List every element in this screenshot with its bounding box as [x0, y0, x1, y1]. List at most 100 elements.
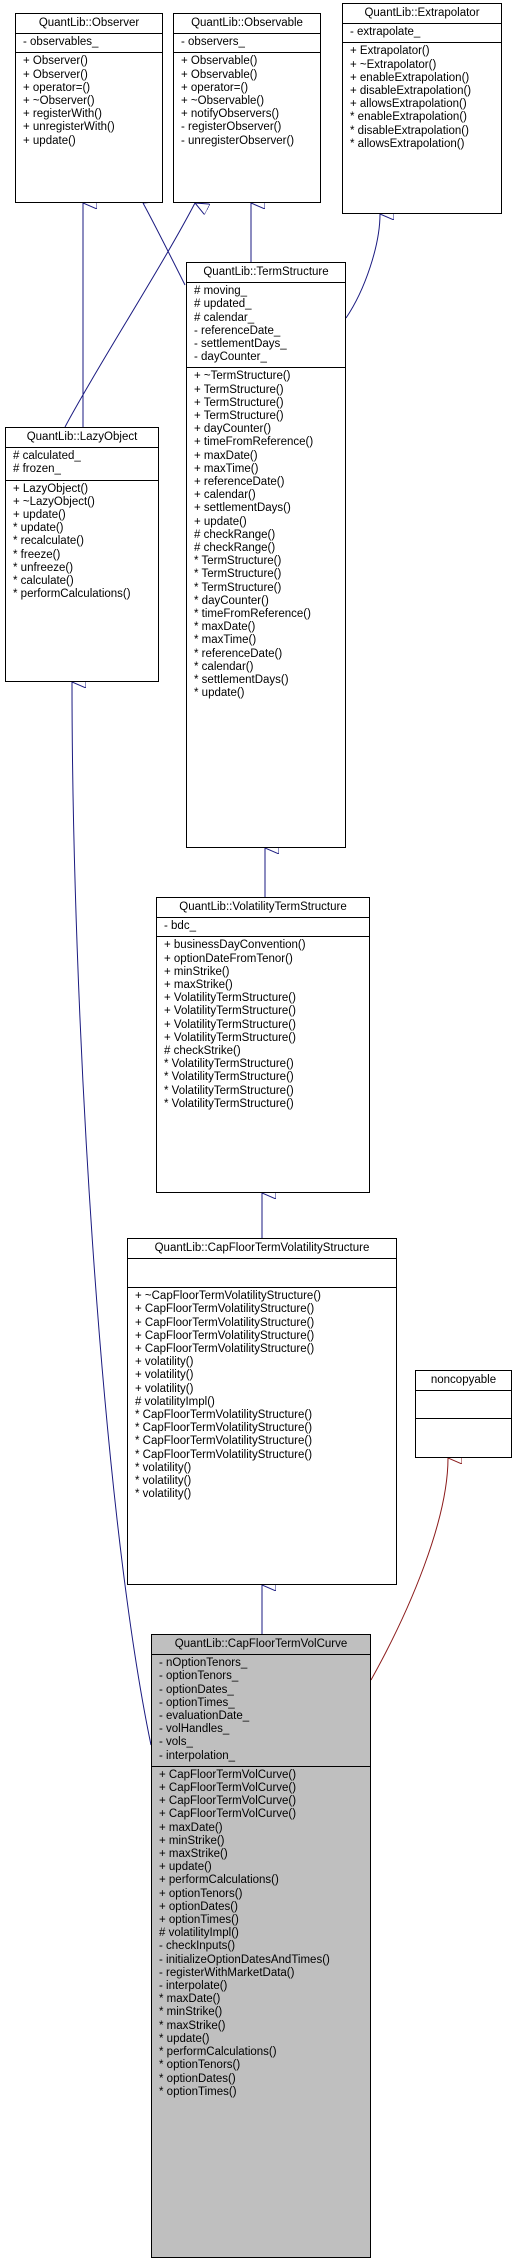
method: * dayCounter() [194, 594, 269, 607]
method: + registerWith() [23, 108, 102, 121]
method: * optionTimes() [159, 2085, 237, 2098]
attribute: - observers_ [181, 36, 245, 49]
method: * maxTime() [194, 634, 257, 647]
method: + optionDates() [159, 1900, 238, 1913]
method: + optionTenors() [159, 1887, 243, 1900]
class-termstructure: QuantLib::TermStructure # moving_ # upda… [186, 262, 346, 848]
attribute: - optionDates_ [159, 1683, 234, 1696]
class-capfloorcurve: QuantLib::CapFloorTermVolCurve - nOption… [151, 1634, 371, 2258]
methods-section: + Observable() + Observable() + operator… [174, 52, 320, 150]
method: * settlementDays() [194, 674, 289, 687]
method: + allowsExtrapolation() [350, 98, 467, 111]
method: + CapFloorTermVolatilityStructure() [135, 1316, 315, 1329]
attributes-section: - bdc_ [157, 917, 369, 936]
method: + CapFloorTermVolCurve() [159, 1768, 297, 1781]
methods-section: + ~TermStructure() + TermStructure() + T… [187, 367, 345, 703]
method: + TermStructure() [194, 383, 284, 396]
method: + timeFromReference() [194, 436, 314, 449]
edge-capfloorcurve-lazyobject [71, 682, 152, 1746]
method: + Observable() [181, 55, 258, 68]
method: + CapFloorTermVolCurve() [159, 1795, 297, 1808]
attribute: - observables_ [23, 36, 99, 49]
class-capfloorstructure: QuantLib::CapFloorTermVolatilityStructur… [127, 1238, 397, 1585]
method: * optionTenors() [159, 2059, 241, 2072]
attribute: # calculated_ [13, 450, 81, 463]
method: * update() [194, 687, 245, 700]
method: + update() [194, 515, 247, 528]
method: * minStrike() [159, 2006, 223, 2019]
method: + performCalculations() [159, 1874, 279, 1887]
method: + VolatilityTermStructure() [164, 1031, 296, 1044]
attribute: # calendar_ [194, 311, 255, 324]
attribute: # updated_ [194, 298, 252, 311]
method: + Observer() [23, 68, 88, 81]
attributes-section: - observables_ [16, 33, 162, 52]
attribute: - dayCounter_ [194, 351, 267, 364]
method: + optionTimes() [159, 1914, 239, 1927]
attribute: - interpolation_ [159, 1749, 236, 1762]
method: + CapFloorTermVolatilityStructure() [135, 1329, 315, 1342]
method: + ~Extrapolator() [350, 58, 437, 71]
method: * CapFloorTermVolatilityStructure() [135, 1435, 313, 1448]
attributes-section: - extrapolate_ [343, 23, 501, 42]
method: + CapFloorTermVolatilityStructure() [135, 1303, 315, 1316]
method: # checkRange() [194, 528, 276, 541]
attributes-section [416, 1390, 511, 1418]
attribute: - optionTimes_ [159, 1696, 235, 1709]
method: + CapFloorTermVolCurve() [159, 1808, 297, 1821]
method: * freeze() [13, 548, 61, 561]
method: + VolatilityTermStructure() [164, 992, 296, 1005]
class-voltermstructure: QuantLib::VolatilityTermStructure - bdc_… [156, 897, 370, 1193]
method: * maxDate() [159, 1993, 221, 2006]
class-observer: QuantLib::Observer - observables_ + Obse… [15, 13, 163, 203]
methods-section: + Observer() + Observer() + operator=() … [16, 52, 162, 150]
method: + maxDate() [159, 1821, 223, 1834]
method: * timeFromReference() [194, 608, 311, 621]
method: * enableExtrapolation() [350, 111, 467, 124]
method: - checkInputs() [159, 1940, 236, 1953]
method: * performCalculations() [159, 2046, 277, 2059]
attribute: - referenceDate_ [194, 324, 281, 337]
attribute: - settlementDays_ [194, 338, 287, 351]
methods-section [416, 1418, 511, 1446]
attribute: - vols_ [159, 1736, 193, 1749]
methods-section: + businessDayConvention() + optionDateFr… [157, 936, 369, 1114]
method: * disableExtrapolation() [350, 124, 469, 137]
method: # checkStrike() [164, 1045, 241, 1058]
method: + minStrike() [164, 965, 230, 978]
method: + notifyObservers() [181, 108, 280, 121]
method: + VolatilityTermStructure() [164, 1005, 296, 1018]
method: + maxStrike() [159, 1848, 228, 1861]
method: + unregisterWith() [23, 121, 115, 134]
method: + update() [23, 134, 76, 147]
class-title: QuantLib::VolatilityTermStructure [179, 901, 347, 913]
class-extrapolator: QuantLib::Extrapolator - extrapolate_ + … [342, 3, 502, 214]
method: + TermStructure() [194, 396, 284, 409]
class-title: QuantLib::Extrapolator [364, 7, 480, 19]
method: + enableExtrapolation() [350, 71, 470, 84]
class-noncopyable: noncopyable [415, 1370, 512, 1458]
method: + ~TermStructure() [194, 370, 291, 383]
method: * recalculate() [13, 535, 84, 548]
method: * unfreeze() [13, 561, 74, 574]
method: * calendar() [194, 660, 254, 673]
method: + TermStructure() [194, 410, 284, 423]
method: + volatility() [135, 1382, 194, 1395]
class-title: QuantLib::Observable [191, 17, 303, 29]
method: * update() [159, 2032, 210, 2045]
method: + Extrapolator() [350, 45, 430, 58]
method: + CapFloorTermVolCurve() [159, 1782, 297, 1795]
method: * TermStructure() [194, 555, 282, 568]
method: - interpolate() [159, 1980, 228, 1993]
method: + referenceDate() [194, 476, 285, 489]
class-title: QuantLib::LazyObject [26, 431, 138, 443]
class-title: QuantLib::CapFloorTermVolatilityStructur… [154, 1242, 370, 1254]
method: * VolatilityTermStructure() [164, 1097, 294, 1110]
method: # volatilityImpl() [159, 1927, 239, 1940]
method: * maxStrike() [159, 2019, 226, 2032]
method: * performCalculations() [13, 588, 131, 601]
method: + calendar() [194, 489, 256, 502]
edge-lazyobject-observable [64, 203, 195, 428]
method: + volatility() [135, 1369, 194, 1382]
